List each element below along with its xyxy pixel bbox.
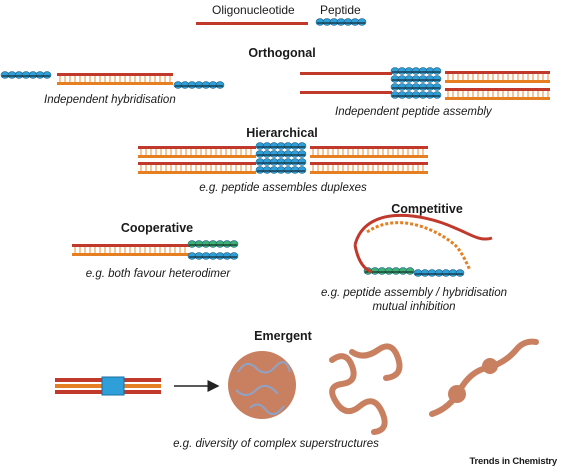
orthogonal-caption-left: Independent hybridisation — [44, 94, 176, 106]
hierarchical-right-duplex-1 — [310, 146, 428, 158]
competitive-strand-lower — [353, 244, 373, 274]
hierarchical-right-duplex-1-bottom-strand — [310, 155, 428, 158]
competitive-title: Competitive — [391, 202, 463, 216]
hierarchical-right-duplex-2 — [310, 162, 428, 174]
emergent-rod-core — [101, 376, 125, 396]
cooperative-duplex-bottom-strand — [72, 253, 190, 256]
orthogonal-right-strand-1 — [300, 72, 392, 75]
orthogonal-right-peptide-bundle-row — [390, 83, 442, 91]
orthogonal-left-duplex — [57, 73, 173, 85]
competitive-peptide-blue — [413, 269, 465, 277]
hierarchical-peptide-bundle-row-residue — [297, 158, 307, 166]
competitive-strand-orange — [366, 221, 472, 271]
superstructure-fibre — [429, 338, 539, 417]
cooperative-peptide-green — [187, 240, 239, 248]
hierarchical-left-duplex-2-bottom-strand — [138, 171, 256, 174]
orthogonal-left-peptide-residue — [42, 71, 52, 79]
hierarchical-left-duplex-1-bottom-strand — [138, 155, 256, 158]
emergent-title: Emergent — [254, 329, 312, 343]
legend-peptide-chain-residue — [357, 18, 367, 26]
competitive-caption-line1: e.g. peptide assembly / hybridisation — [320, 287, 508, 299]
orthogonal-right-duplex-2-bottom-strand — [445, 97, 550, 100]
orthogonal-right-duplex-1-top-strand — [445, 71, 550, 74]
cooperative-duplex — [72, 244, 190, 256]
cooperative-peptide-blue — [187, 252, 239, 260]
orthogonal-caption-right: Independent peptide assembly — [335, 106, 492, 118]
emergent-caption: e.g. diversity of complex superstructure… — [173, 438, 379, 450]
cooperative-duplex-top-strand — [72, 244, 190, 247]
orthogonal-right-peptide-bundle-row-residue — [432, 67, 442, 75]
legend-oligonucleotide-label: Oligonucleotide — [212, 3, 295, 17]
orthogonal-right-peptide-bundle-row-residue — [432, 91, 442, 99]
hierarchical-peptide-bundle-row — [255, 150, 307, 158]
orthogonal-left-peptide-2-residue — [215, 81, 225, 89]
superstructure-coil — [329, 343, 403, 435]
hierarchical-title: Hierarchical — [246, 126, 318, 140]
competitive-caption-line2: mutual inhibition — [372, 301, 456, 313]
hierarchical-left-duplex-1-top-strand — [138, 146, 256, 149]
hierarchical-peptide-bundle-row — [255, 166, 307, 174]
orthogonal-right-peptide-bundle-row — [390, 67, 442, 75]
cooperative-title: Cooperative — [120, 221, 194, 235]
orthogonal-left-duplex-bottom-strand — [57, 82, 173, 85]
orthogonal-title: Orthogonal — [248, 46, 316, 60]
journal-credit: Trends in Chemistry — [469, 456, 557, 467]
orthogonal-right-duplex-2-top-strand — [445, 88, 550, 91]
hierarchical-right-duplex-1-top-strand — [310, 146, 428, 149]
orthogonal-right-duplex-1 — [445, 71, 550, 83]
legend-peptide-label: Peptide — [320, 3, 361, 17]
orthogonal-right-duplex-1-bottom-strand — [445, 80, 550, 83]
competitive-strand-red — [353, 213, 493, 246]
hierarchical-right-duplex-2-bottom-strand — [310, 171, 428, 174]
orthogonal-right-peptide-bundle-row — [390, 75, 442, 83]
orthogonal-right-peptide-bundle-row-residue — [432, 75, 442, 83]
orthogonal-right-peptide-bundle-row — [390, 91, 442, 99]
hierarchical-peptide-bundle-row-residue — [297, 150, 307, 158]
cooperative-peptide-blue-residue — [229, 252, 239, 260]
cooperative-peptide-green-residue — [229, 240, 239, 248]
competitive-peptide-green-residue — [405, 267, 415, 275]
hierarchical-peptide-bundle-row — [255, 142, 307, 150]
orthogonal-left-peptide-2 — [173, 81, 225, 89]
hierarchical-left-duplex-1 — [138, 146, 256, 158]
hierarchical-peptide-bundle-row-residue — [297, 166, 307, 174]
legend-oligonucleotide-strand — [196, 22, 308, 25]
hierarchical-left-duplex-2 — [138, 162, 256, 174]
hierarchical-right-duplex-2-top-strand — [310, 162, 428, 165]
orthogonal-right-duplex-2 — [445, 88, 550, 100]
hierarchical-left-duplex-2-top-strand — [138, 162, 256, 165]
orthogonal-left-peptide — [0, 71, 52, 79]
competitive-peptide-blue-residue — [455, 269, 465, 277]
legend-peptide-chain — [315, 18, 367, 26]
cooperative-caption: e.g. both favour heterodimer — [85, 268, 231, 280]
superstructure-globule — [228, 351, 296, 419]
orthogonal-right-peptide-bundle-row-residue — [432, 83, 442, 91]
hierarchical-peptide-bundle-row-residue — [297, 142, 307, 150]
hierarchical-peptide-bundle-row — [255, 158, 307, 166]
orthogonal-right-strand-2 — [300, 91, 392, 94]
orthogonal-left-duplex-top-strand — [57, 73, 173, 76]
hierarchical-caption: e.g. peptide assembles duplexes — [199, 182, 367, 194]
